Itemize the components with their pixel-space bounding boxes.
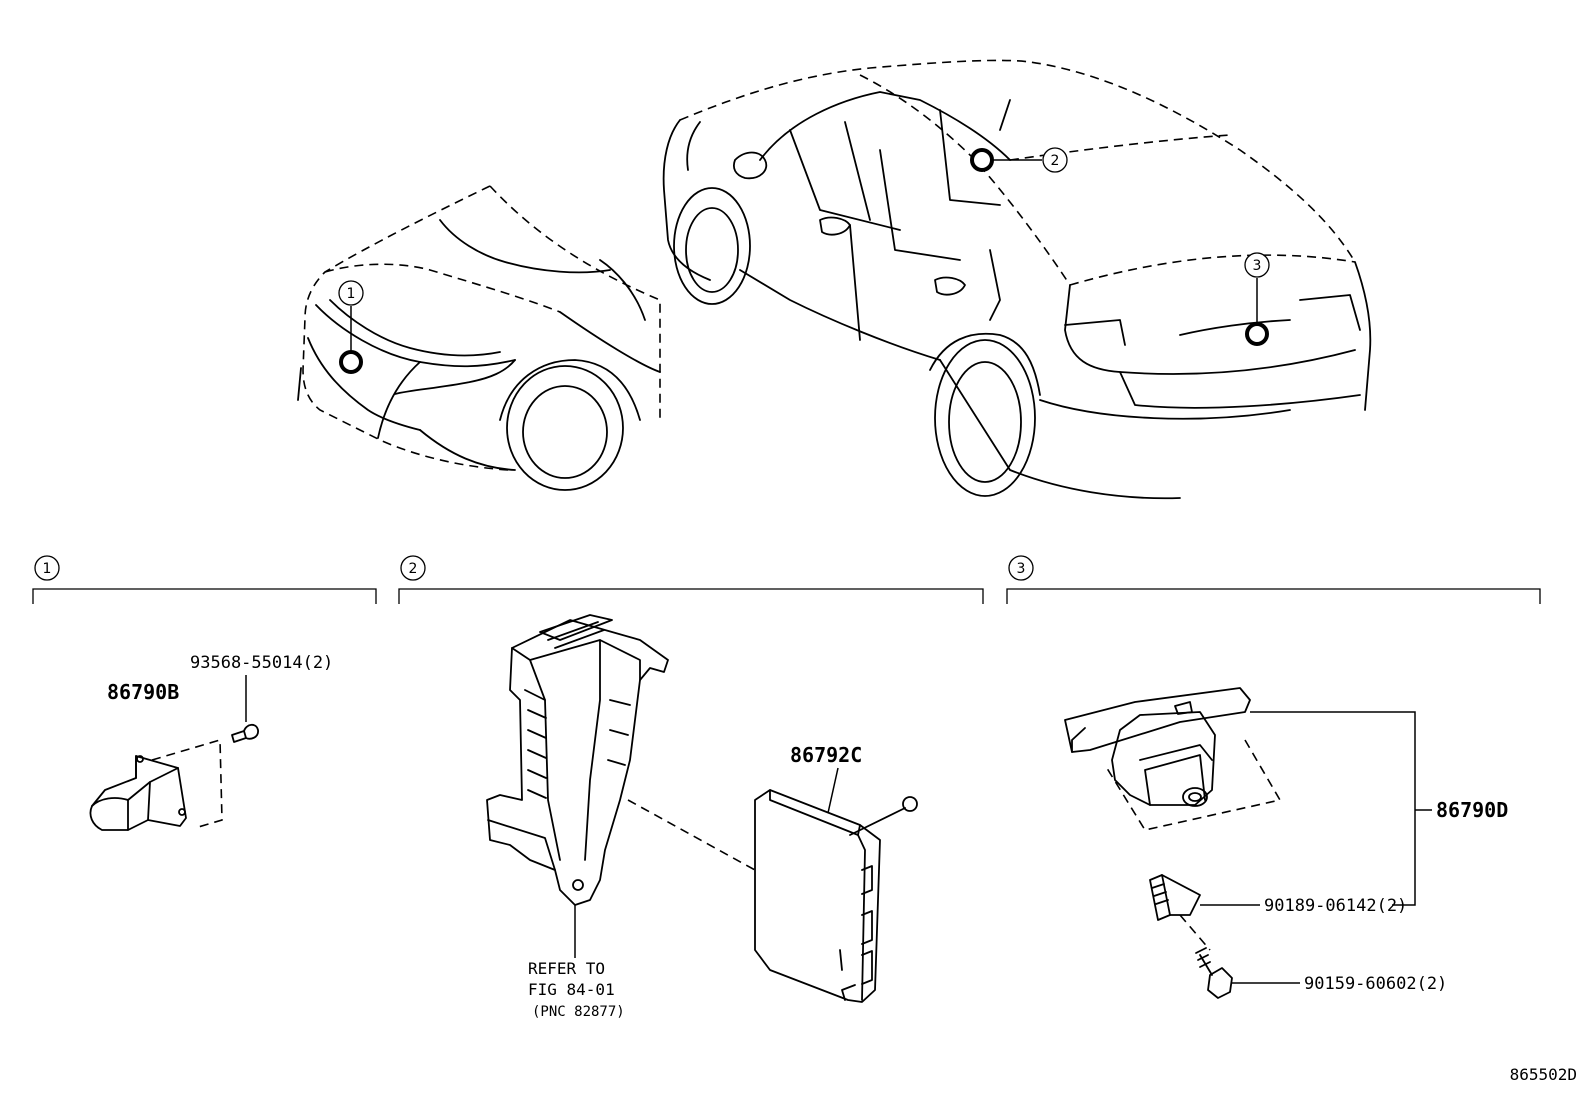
section-label-1: 1 xyxy=(43,561,52,577)
bracket-illustration xyxy=(486,614,669,906)
refer-to-line1: REFER TO xyxy=(528,959,605,978)
locator-dot-1 xyxy=(339,350,363,374)
part-number-93568-55014: 93568-55014(2) xyxy=(190,653,333,673)
leader-86792C xyxy=(827,767,839,814)
section-1-header: 1 xyxy=(32,555,377,604)
locator-label-2: 2 xyxy=(1051,153,1060,169)
locator-dot-2 xyxy=(970,148,994,172)
rear-car-illustration xyxy=(662,59,1372,500)
part-number-90159-60602: 90159-60602(2) xyxy=(1304,974,1447,994)
locator-label-3: 3 xyxy=(1253,258,1262,274)
refer-to-line2: FIG 84-01 xyxy=(528,980,615,999)
locator-3: 3 xyxy=(1244,252,1270,346)
locator-1: 1 xyxy=(338,280,364,374)
part-number-86790B: 86790B xyxy=(107,680,179,704)
part-number-86792C: 86792C xyxy=(790,743,862,767)
part-86792C-ecu-illustration xyxy=(754,789,918,1003)
front-car-illustration xyxy=(297,185,661,491)
section-2-header: 2 xyxy=(398,555,984,604)
figure-id: 865502D xyxy=(1510,1065,1577,1084)
section-label-3: 3 xyxy=(1017,561,1026,577)
refer-to-line3: (PNC 82877) xyxy=(532,1004,625,1020)
section-label-2: 2 xyxy=(409,561,418,577)
locator-dot-3 xyxy=(1245,322,1269,346)
leader-86790D xyxy=(1250,711,1416,906)
part-number-90189-06142: 90189-06142(2) xyxy=(1264,896,1407,916)
bracket-to-ecu-dashline xyxy=(627,799,756,871)
part-number-86790D: 86790D xyxy=(1436,798,1508,822)
section-3-header: 3 xyxy=(1006,555,1541,604)
part-86790B-illustration xyxy=(89,723,259,831)
locator-label-1: 1 xyxy=(347,286,356,302)
part-86790D-illustration xyxy=(1064,687,1282,999)
locator-2: 2 xyxy=(970,147,1068,173)
